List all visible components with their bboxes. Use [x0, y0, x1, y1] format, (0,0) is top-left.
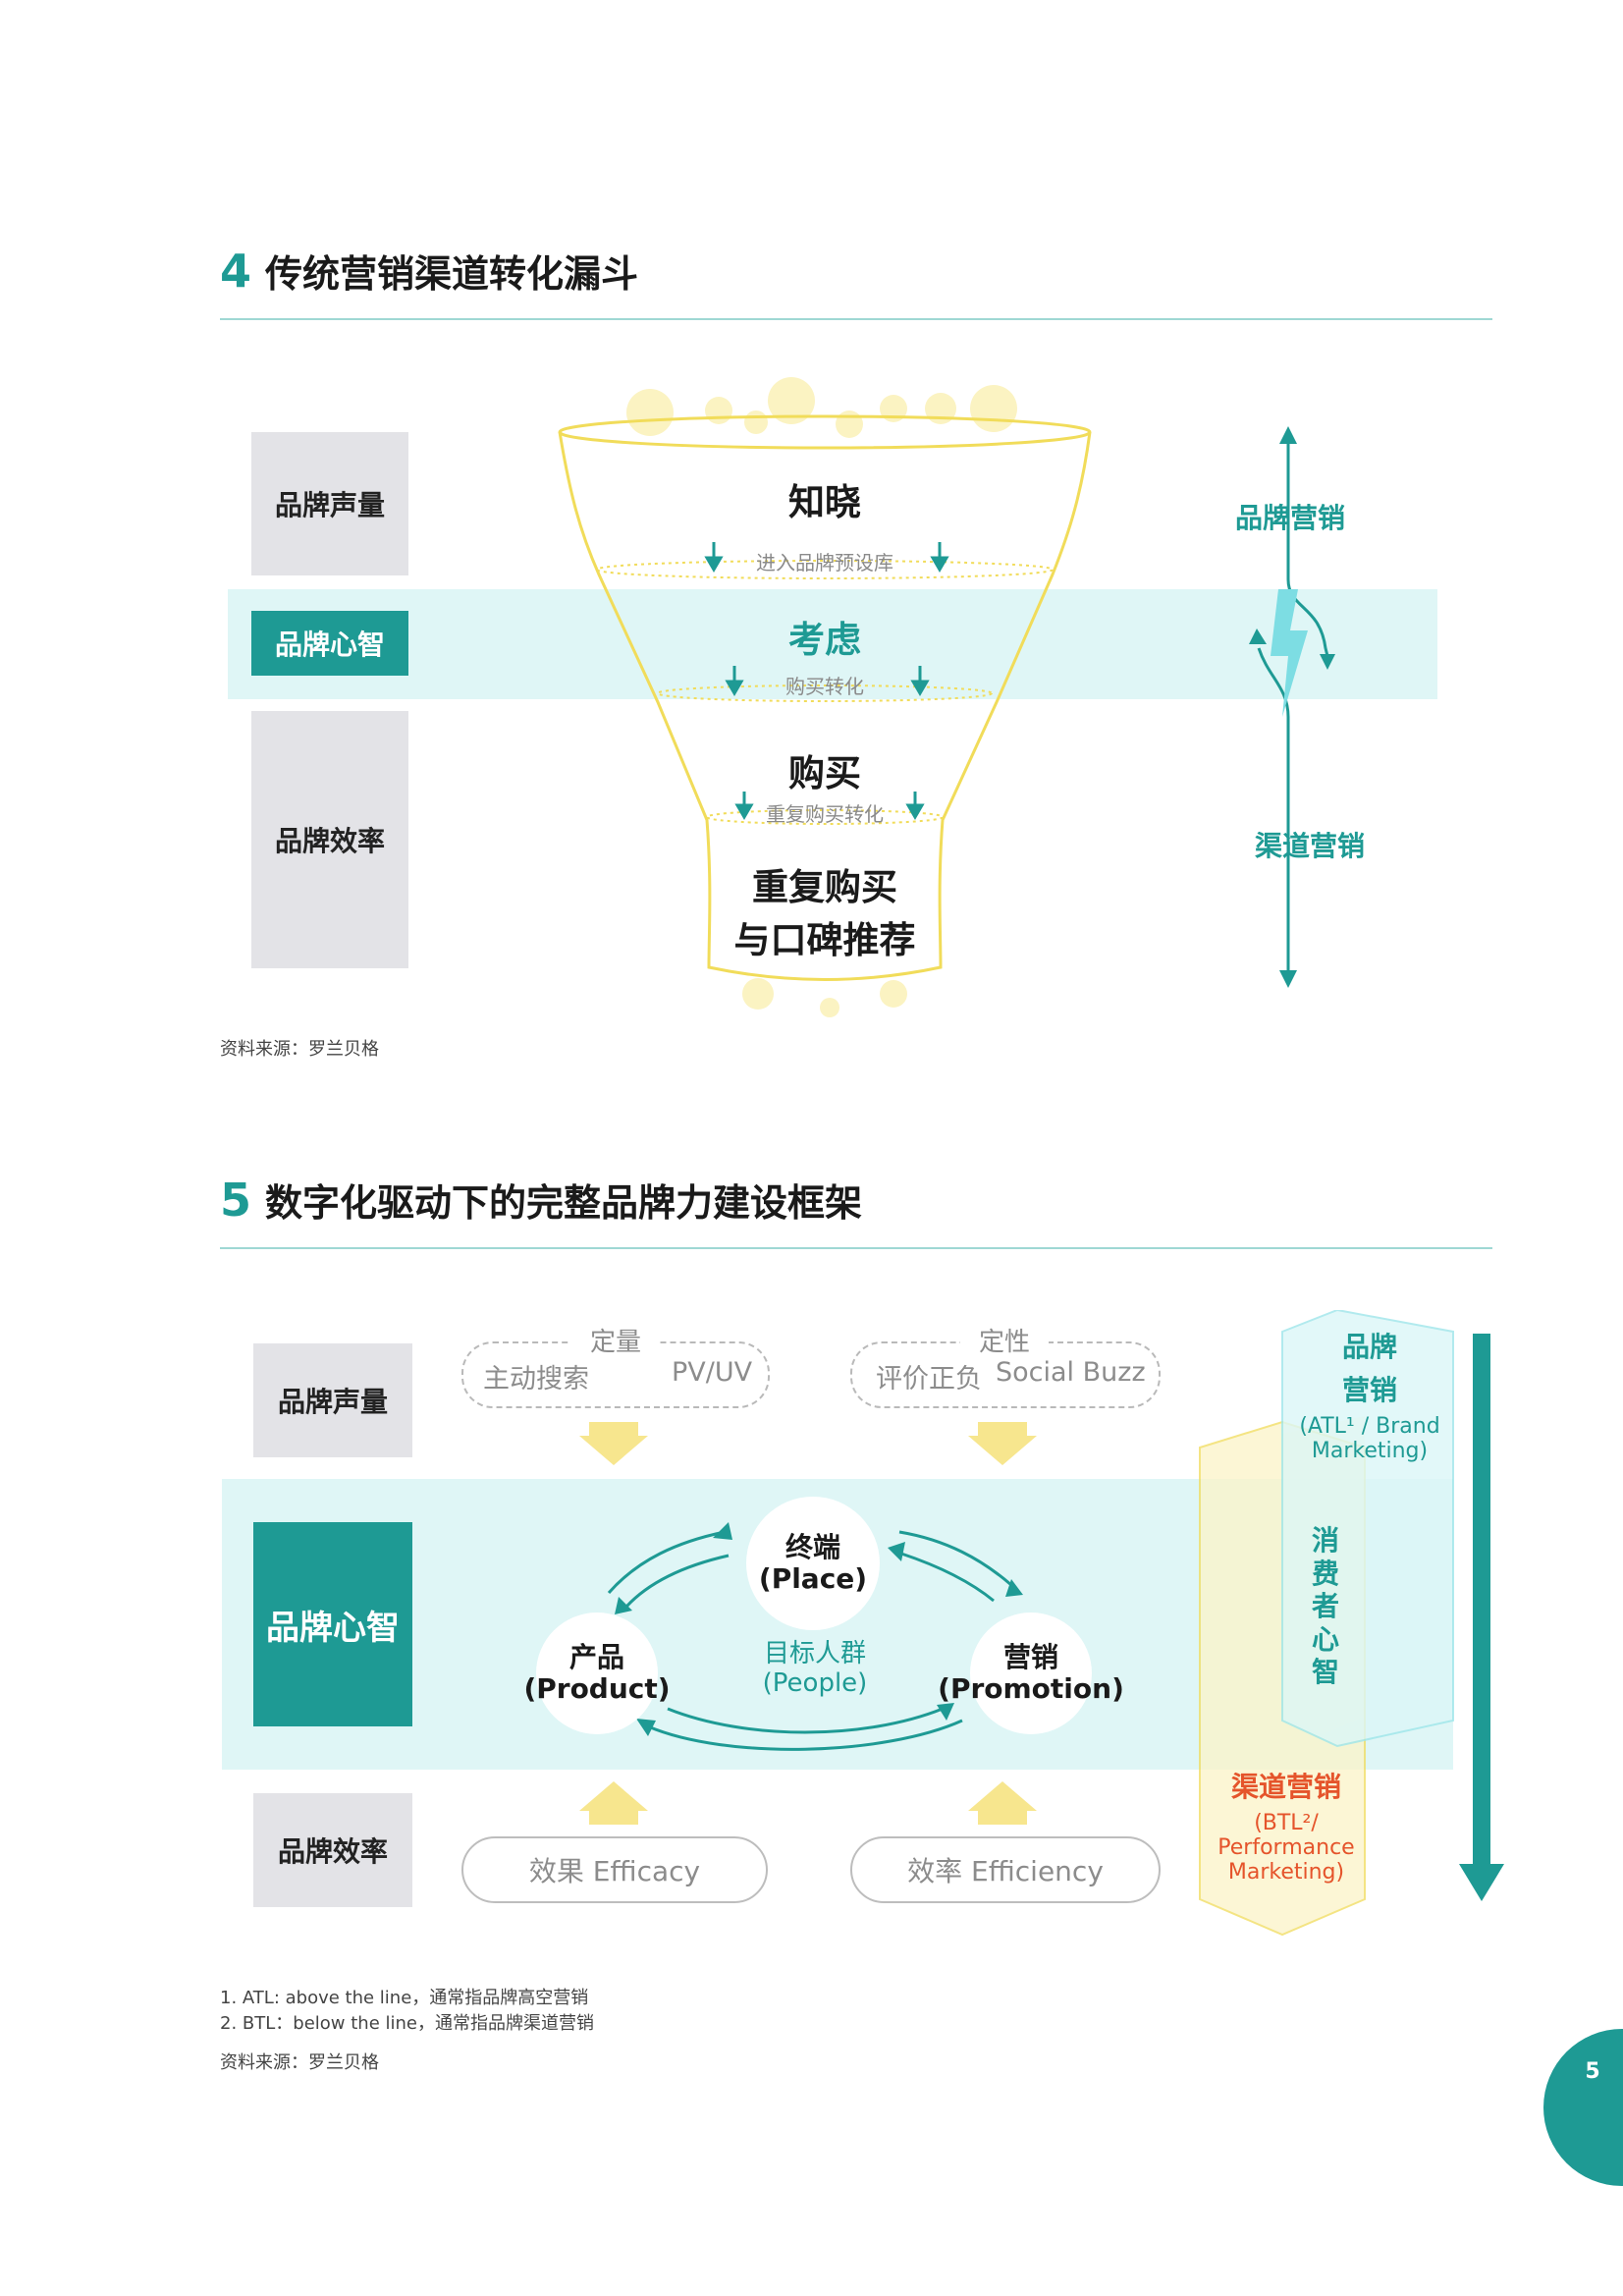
- footnote-2: 2. BTL：below the line，通常指品牌渠道营销: [220, 2013, 594, 2034]
- channel-box-line2: (BTL²/: [1254, 1811, 1319, 1835]
- qual-right: Social Buzz: [996, 1357, 1146, 1388]
- circle-place: 终端 (Place): [746, 1497, 880, 1630]
- s4-channel-marketing-label: 渠道营销: [1255, 830, 1366, 862]
- qual-left: 评价正负: [876, 1364, 982, 1394]
- pill-efficacy: 效果 Efficacy: [461, 1836, 768, 1903]
- section5-title: 5 数字化驱动下的完整品牌力建设框架: [220, 1173, 862, 1227]
- brand-box-line3: (ATL¹ / Brand: [1299, 1414, 1440, 1439]
- funnel-sub-aware: 进入品牌预设库: [756, 550, 893, 574]
- consumer-mind-char-2: 费: [1311, 1557, 1339, 1590]
- consumer-mind-char-3: 者: [1311, 1590, 1339, 1623]
- s4-source: 资料来源：罗兰贝格: [220, 1039, 379, 1060]
- brand-box-line1: 品牌: [1341, 1331, 1397, 1363]
- channel-box-line3: Performance: [1217, 1835, 1355, 1860]
- funnel-sub-consider: 购买转化: [785, 674, 864, 698]
- brand-box-line4: Marketing): [1311, 1439, 1429, 1463]
- footnote-1: 1. ATL: above the line，通常指品牌高空营销: [220, 1988, 589, 2008]
- yellow-down-arrow-left: [579, 1422, 648, 1465]
- quant-left: 主动搜索: [483, 1364, 589, 1394]
- s5-right-hexes: [1199, 1310, 1454, 1937]
- section5-title-text: 数字化驱动下的完整品牌力建设框架: [265, 1181, 863, 1225]
- circle-place-text: 终端 (Place): [758, 1530, 868, 1595]
- s4-right-arrows: [1249, 426, 1335, 988]
- circle-product: 产品 (Product): [523, 1613, 671, 1734]
- quant-right: PV/UV: [672, 1357, 753, 1388]
- channel-box-line4: Marketing): [1227, 1860, 1345, 1885]
- s4-label-mind: 品牌心智: [251, 611, 408, 676]
- section4-title: 4 传统营销渠道转化漏斗: [220, 244, 638, 298]
- s5-label-volume: 品牌声量: [253, 1343, 412, 1457]
- section4-rule: [220, 318, 1492, 320]
- funnel-stage-aware: 知晓: [788, 481, 861, 523]
- funnel-stage-consider: 考虑: [788, 619, 861, 661]
- qual-title: 定性: [960, 1322, 1049, 1357]
- circle-promotion: 营销 (Promotion): [938, 1613, 1124, 1734]
- center-people: 目标人群 (People): [707, 1630, 923, 1709]
- section4-mind-band: [228, 589, 1437, 699]
- s4-label-efficiency: 品牌效率: [251, 711, 408, 968]
- consumer-mind-vertical: 消 费 者 心 智: [1306, 1524, 1345, 1689]
- brand-box-line2: 营销: [1341, 1374, 1397, 1406]
- funnel-graphic: [558, 377, 1092, 1017]
- s4-brand-marketing-label: 品牌营销: [1235, 502, 1346, 534]
- circle-promotion-text: 营销 (Promotion): [938, 1640, 1124, 1705]
- s4-label-volume: 品牌声量: [251, 432, 408, 575]
- page-number: 5: [1585, 2058, 1600, 2084]
- s5-down-arrow: [1459, 1334, 1504, 1901]
- yellow-up-arrow-left: [579, 1781, 648, 1825]
- consumer-mind-char-4: 心: [1311, 1622, 1339, 1656]
- funnel-stage-repeat-line2: 与口碑推荐: [733, 919, 916, 961]
- s5-source: 资料来源：罗兰贝格: [220, 2052, 379, 2073]
- channel-marketing-box: 渠道营销 (BTL²/ Performance Marketing): [1200, 1766, 1373, 1885]
- brand-marketing-box: 品牌 营销 (ATL¹ / Brand Marketing): [1286, 1326, 1453, 1463]
- center-people-text: 目标人群 (People): [762, 1639, 868, 1698]
- circle-product-text: 产品 (Product): [523, 1640, 671, 1705]
- section5-rule: [220, 1247, 1492, 1249]
- yellow-up-arrow-right: [968, 1781, 1037, 1825]
- funnel-stage-purchase: 购买: [788, 752, 861, 794]
- cycle-arrows: [607, 1522, 1023, 1751]
- yellow-down-arrow-right: [968, 1422, 1037, 1465]
- page-number-tab: [1543, 2029, 1623, 2186]
- pill-efficiency: 效率 Efficiency: [850, 1836, 1161, 1903]
- consumer-mind-char-5: 智: [1311, 1656, 1339, 1689]
- quant-title: 定量: [571, 1322, 660, 1357]
- s5-label-efficiency: 品牌效率: [253, 1793, 412, 1907]
- channel-box-line1: 渠道营销: [1230, 1771, 1341, 1803]
- section5-number: 5: [220, 1174, 252, 1227]
- s5-label-mind: 品牌心智: [253, 1522, 412, 1726]
- funnel-stage-repeat-line1: 重复购买: [752, 866, 897, 908]
- section4-title-text: 传统营销渠道转化漏斗: [265, 252, 639, 296]
- consumer-mind-char-1: 消: [1311, 1524, 1339, 1557]
- funnel-sub-purchase: 重复购买转化: [766, 801, 884, 826]
- section4-number: 4: [220, 245, 252, 298]
